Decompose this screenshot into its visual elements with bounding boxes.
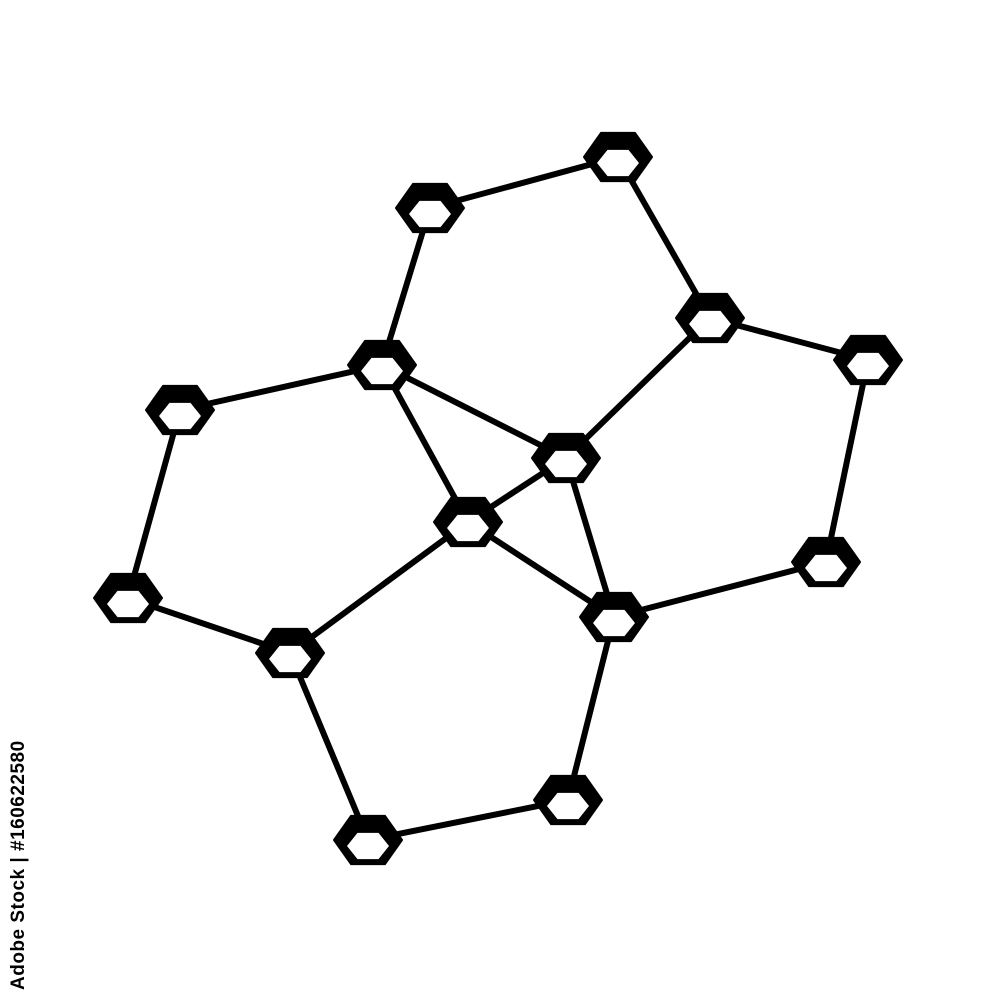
bond-line <box>379 362 471 525</box>
hexagon-node-icon <box>333 814 403 866</box>
bond-line <box>427 154 621 211</box>
stock-id-watermark: Adobe Stock | #160622580 <box>8 740 29 990</box>
bond-line <box>287 650 371 843</box>
bond-line <box>563 315 713 461</box>
bond-line <box>177 362 385 413</box>
bond-line <box>823 357 871 565</box>
bond-group <box>125 154 871 843</box>
hexagon-node-icon <box>433 496 503 548</box>
bond-line <box>465 519 617 620</box>
hexagon-node-icon <box>531 432 601 484</box>
hexagon-node-icon <box>145 384 215 436</box>
bond-line <box>125 407 183 601</box>
hexagon-node-icon <box>533 774 603 826</box>
hexagon-node-icon <box>579 591 649 643</box>
hexagon-node-icon <box>791 536 861 588</box>
bond-line <box>365 797 571 843</box>
hexagon-node-icon <box>93 572 163 624</box>
hexagon-node-icon <box>833 334 903 386</box>
bond-line <box>563 455 617 620</box>
bond-line <box>379 362 569 461</box>
bond-line <box>379 205 433 368</box>
bond-line <box>611 559 829 620</box>
hexagon-node-icon <box>583 131 653 183</box>
node-group <box>93 131 903 866</box>
bond-line <box>287 519 471 656</box>
hexagon-node-icon <box>395 182 465 234</box>
hexagon-node-icon <box>347 339 417 391</box>
hexagon-node-icon <box>675 292 745 344</box>
bond-line <box>565 614 617 803</box>
hexagon-node-icon <box>255 627 325 679</box>
bond-line <box>615 154 713 321</box>
